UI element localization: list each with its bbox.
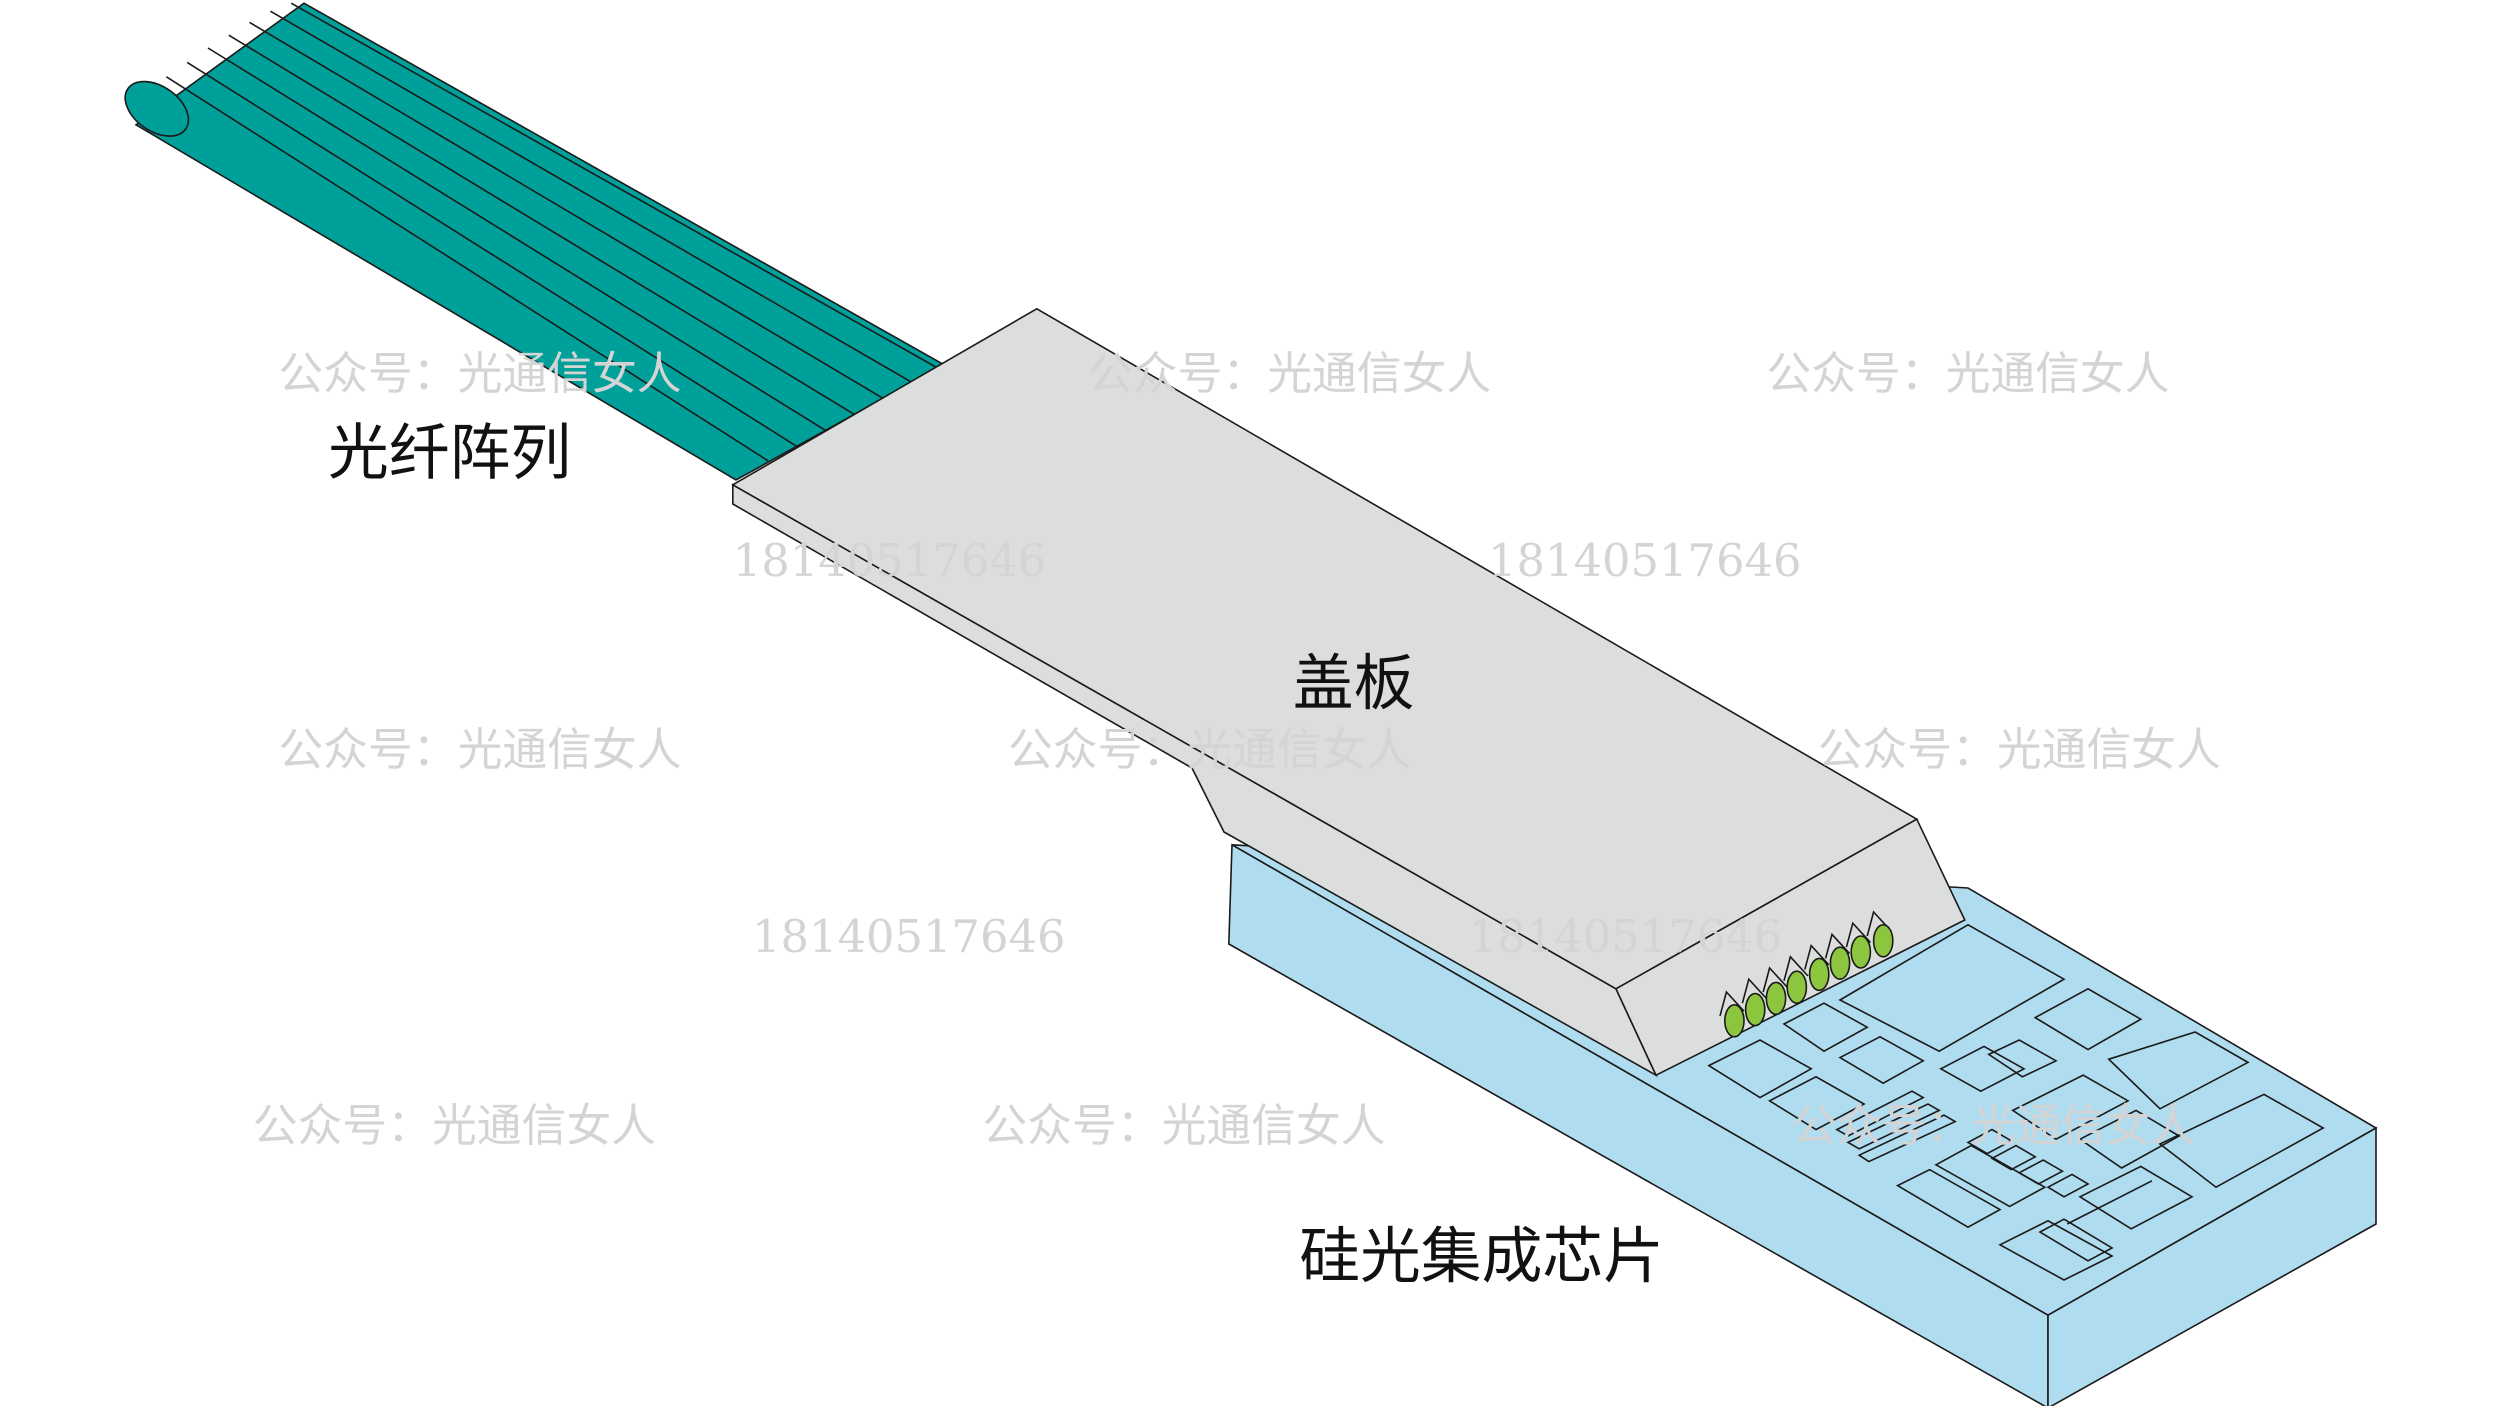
- fiber-array: [124, 2, 946, 481]
- watermark: 18140517646: [1469, 910, 1783, 963]
- cover-plate: [731, 307, 1966, 1078]
- watermarks: 公众号：光通信女人 公众号：光通信女人 公众号：光通信女人 1814051764…: [253, 347, 2221, 1152]
- label-fiber-array: 光纤阵列: [328, 419, 571, 489]
- watermark: 公众号：光通信女人: [253, 1099, 656, 1152]
- watermark: 公众号：光通信女人: [1792, 1099, 2195, 1152]
- watermark: 18140517646: [1488, 534, 1802, 587]
- watermark: 公众号：光通信女人: [1008, 723, 1411, 776]
- watermark: 18140517646: [733, 534, 1047, 587]
- watermark: 公众号：光通信女人: [1818, 723, 2221, 776]
- watermark: 公众号：光通信女人: [278, 347, 681, 400]
- label-cover-plate: 盖板: [1293, 649, 1415, 719]
- label-sipho-chip: 硅光集成芯片: [1299, 1222, 1664, 1292]
- watermark: 公众号：光通信女人: [982, 1099, 1385, 1152]
- watermark: 公众号：光通信女人: [278, 723, 681, 776]
- watermark: 18140517646: [752, 910, 1066, 963]
- fiber-end-faces: [1719, 910, 1894, 1038]
- watermark: 公众号：光通信女人: [1088, 347, 1491, 400]
- watermark: 公众号：光通信女人: [1766, 347, 2169, 400]
